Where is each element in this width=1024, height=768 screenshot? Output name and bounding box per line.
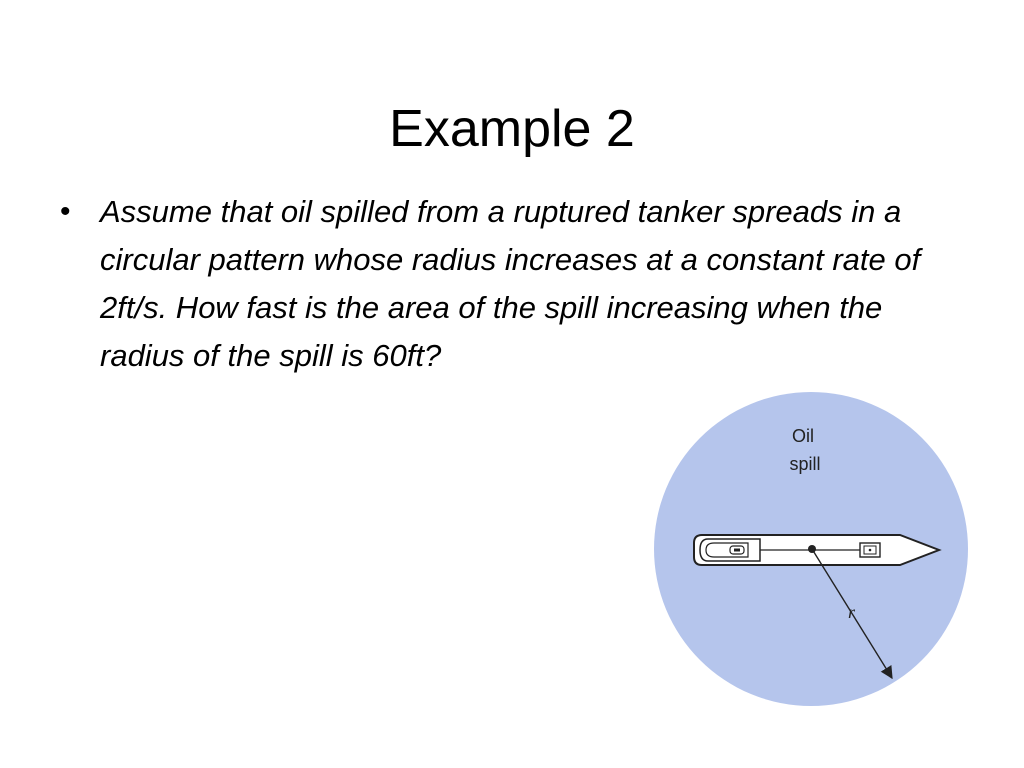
radius-arrow [811,548,893,680]
slide-title: Example 2 [389,99,635,158]
spill-label-line2: spill [789,454,820,474]
spill-label-line1: Oil [792,426,814,446]
problem-text: Assume that oil spilled from a ruptured … [100,194,921,373]
tanker-ship-icon [693,534,942,566]
oil-spill-diagram: Oil spill r [654,392,968,706]
bullet-item: • Assume that oil spilled from a rupture… [56,188,956,380]
radius-label: r [848,602,856,622]
bullet-list: • Assume that oil spilled from a rupture… [56,188,956,380]
bullet-icon: • [60,195,71,228]
oil-spill-figure: Oil spill r [582,392,990,710]
